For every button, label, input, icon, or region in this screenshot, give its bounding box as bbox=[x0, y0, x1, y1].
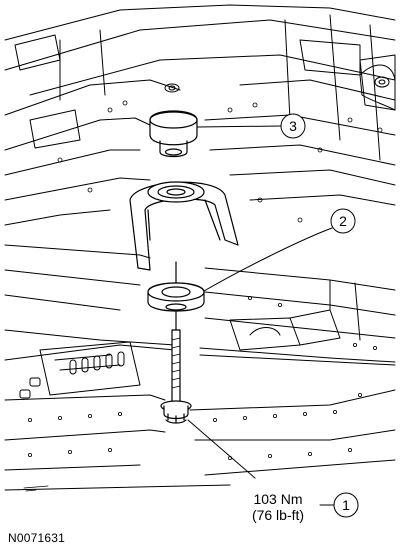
torque-nm: 103 Nm bbox=[253, 491, 303, 507]
mid-frame-rails bbox=[4, 244, 396, 363]
callout-3-circle bbox=[280, 113, 306, 139]
mount-bolt-part-1 bbox=[160, 311, 192, 424]
upper-right-bracket bbox=[359, 64, 396, 111]
callout-2-leader bbox=[203, 227, 333, 292]
frame-bracket-cup bbox=[129, 181, 239, 271]
torque-lbft: (76 lb-ft) bbox=[251, 507, 305, 523]
fastener-stamp-mark bbox=[23, 485, 49, 492]
lower-frame-structure bbox=[4, 309, 396, 491]
callout-1-leader bbox=[187, 419, 256, 479]
torque-spec: 103 Nm (76 lb-ft) bbox=[238, 491, 318, 523]
upper-body-structure bbox=[4, 4, 396, 226]
upper-insulator-part-3 bbox=[149, 110, 198, 158]
callout-2-circle bbox=[330, 208, 356, 234]
callout-3-number: 3 bbox=[289, 118, 297, 134]
lower-panel-holes bbox=[27, 295, 377, 460]
lower-insulator-part-2 bbox=[147, 261, 205, 312]
lower-frame-slots bbox=[19, 351, 125, 399]
callout-1-number: 1 bbox=[342, 497, 350, 513]
callout-3-leader bbox=[196, 125, 282, 128]
callout-2-number: 2 bbox=[339, 213, 347, 229]
figure-id: N0071631 bbox=[8, 531, 65, 545]
